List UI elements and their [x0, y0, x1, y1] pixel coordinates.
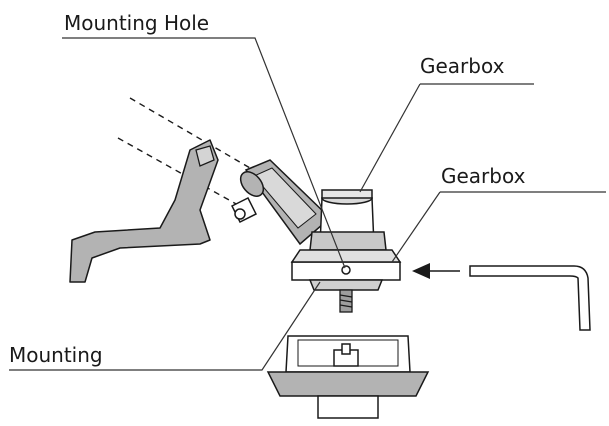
alignment-dashes	[117, 97, 251, 206]
gearbox-label-middle: Gearbox	[441, 164, 526, 188]
leader-lines	[9, 37, 606, 371]
hex-key	[469, 265, 591, 331]
mounting-label: Mounting	[9, 343, 103, 367]
mounting-hole-marker	[341, 265, 351, 275]
gearbox-flange	[290, 249, 402, 291]
gearbox-body	[309, 189, 387, 251]
gearbox-label-top: Gearbox	[420, 54, 505, 78]
mounting-hole-label: Mounting Hole	[64, 11, 210, 35]
guard-bracket	[195, 145, 215, 167]
shaft-tube	[230, 159, 332, 246]
insert-arrow	[412, 263, 460, 279]
guard-shield	[69, 139, 219, 283]
spindle-bolt	[339, 289, 353, 313]
trimmer-head	[266, 335, 430, 419]
